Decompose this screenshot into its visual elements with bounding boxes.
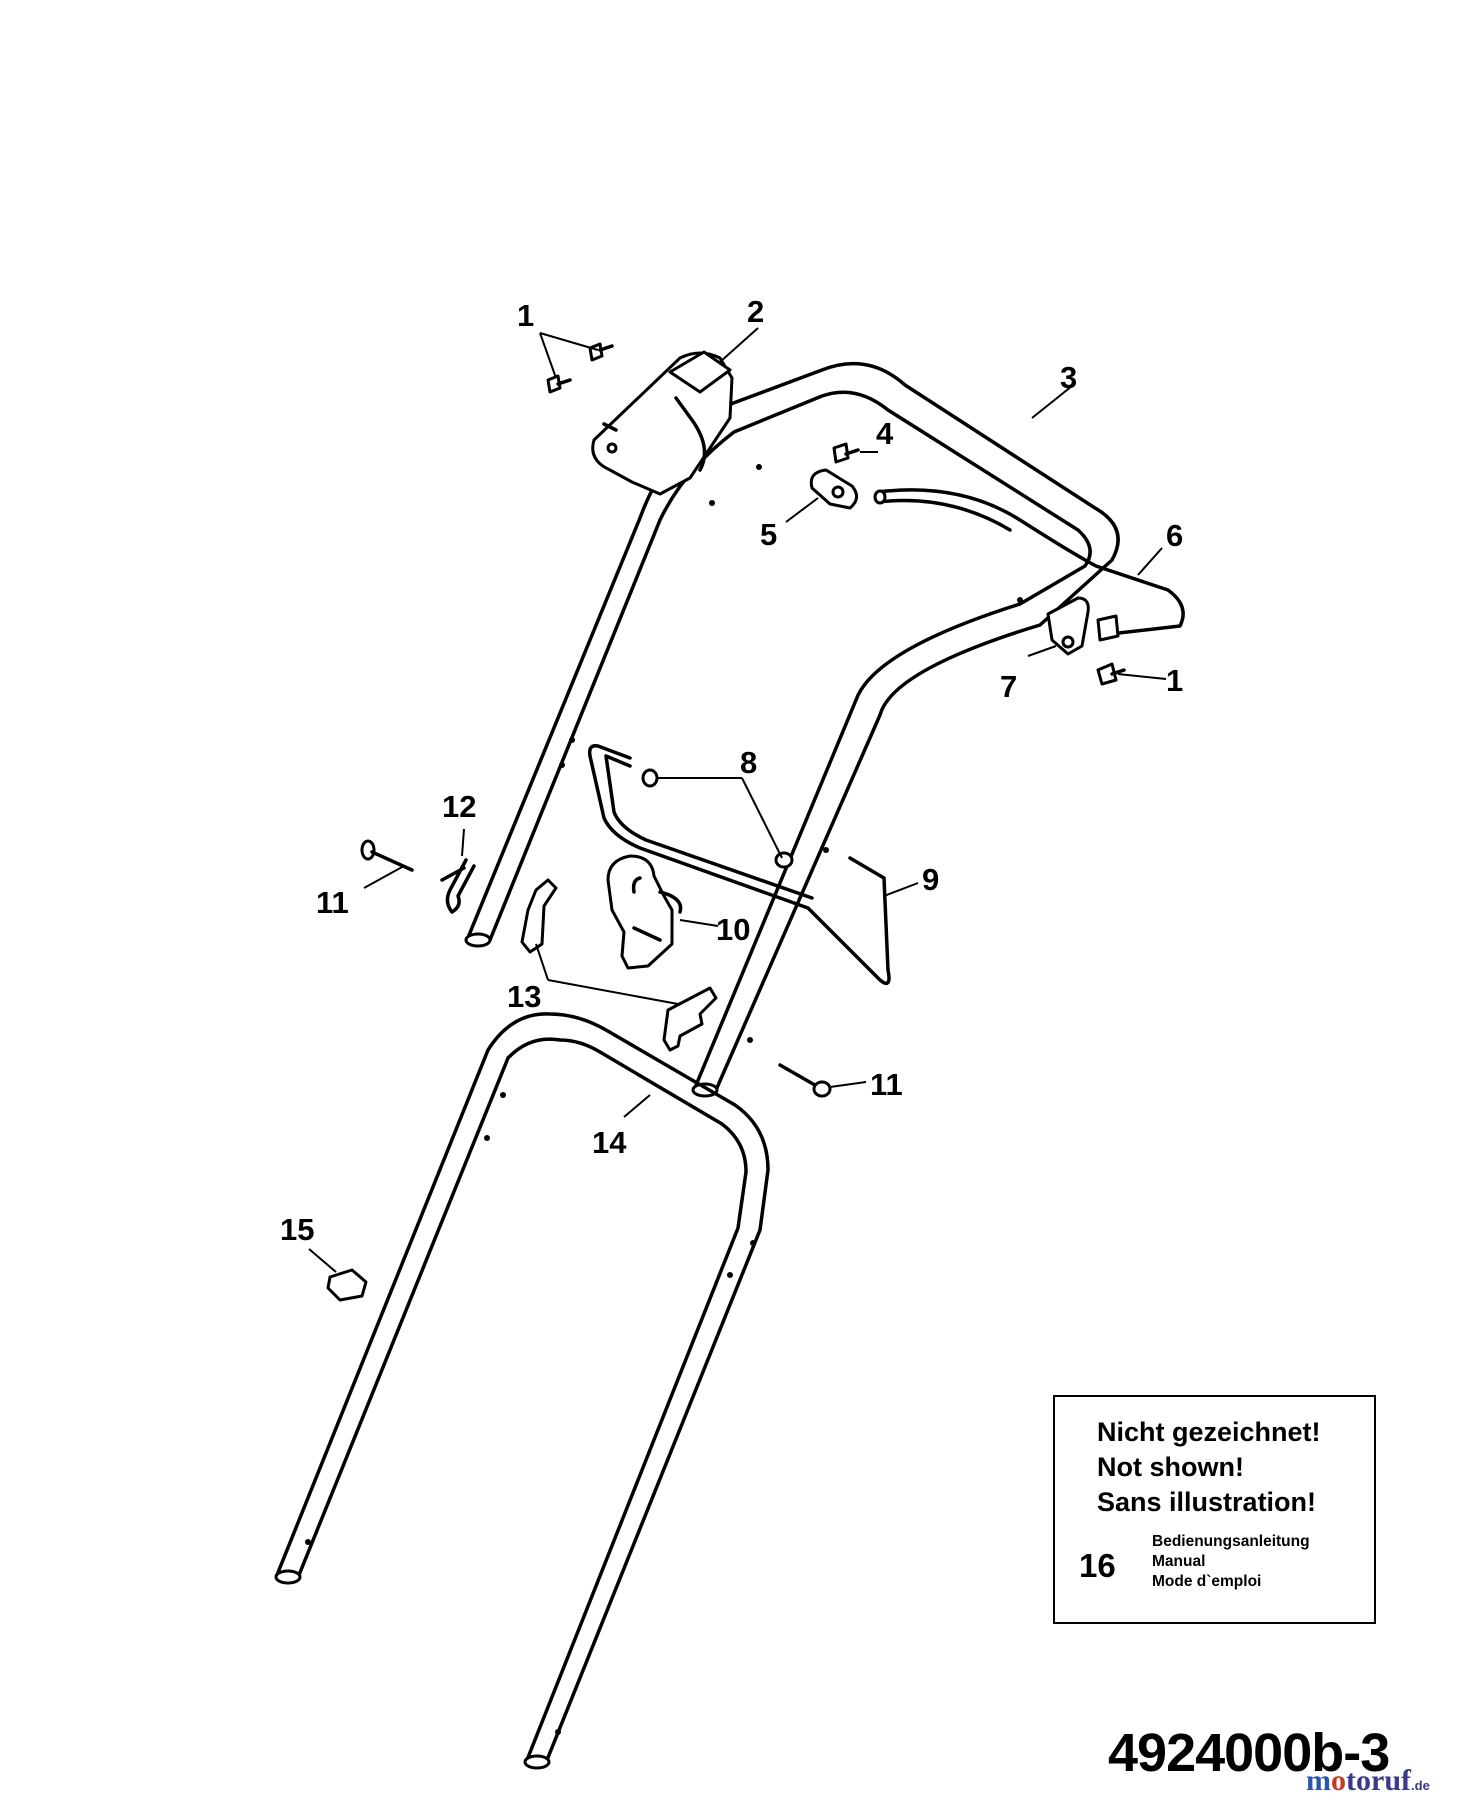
callout-10: 10	[716, 912, 750, 947]
not-shown-item-en: Manual	[1152, 1553, 1206, 1570]
ring-pair	[641, 768, 794, 869]
callout-7: 7	[1000, 669, 1017, 704]
spring-clip	[440, 858, 476, 914]
upper-handle	[464, 362, 1120, 1098]
callout-11-left: 11	[316, 885, 349, 920]
lever-bar	[587, 743, 891, 986]
callout-5: 5	[760, 517, 777, 552]
not-shown-heading-en: Not shown!	[1097, 1452, 1244, 1482]
bolt-right	[778, 1063, 832, 1098]
not-shown-box: Nicht gezeichnet! Not shown! Sans illust…	[1053, 1395, 1376, 1624]
not-shown-item-fr: Mode d`emploi	[1152, 1573, 1262, 1590]
callout-2: 2	[747, 294, 764, 329]
clamp-housing	[591, 350, 734, 496]
not-shown-item-number: 16	[1079, 1547, 1116, 1584]
watermark-suffix: .de	[1411, 1778, 1430, 1793]
not-shown-heading-fr: Sans illustration!	[1097, 1487, 1317, 1517]
watermark-text: motoruf	[1306, 1764, 1412, 1797]
cable-clip-5	[809, 468, 858, 510]
callout-3: 3	[1060, 360, 1077, 395]
callout-1-top: 1	[517, 298, 534, 333]
not-shown-item-de: Bedienungsanleitung	[1152, 1533, 1310, 1550]
cable-clip-7	[1046, 596, 1090, 656]
lower-handle	[274, 1012, 770, 1770]
wing-knob-lower	[662, 986, 718, 1052]
callout-labels: 1 2 3 4 5 6 7 1 8 12 11 9 10 13 11 14 15	[280, 294, 1183, 1247]
lever-bracket	[606, 854, 683, 970]
drawing-number: 4924000b-3	[1108, 1723, 1390, 1783]
callout-11-right: 11	[870, 1067, 903, 1102]
end-cap	[326, 1268, 368, 1302]
callout-8: 8	[740, 745, 757, 780]
screw-pair-top	[546, 342, 614, 394]
wing-knob-upper	[520, 878, 558, 954]
callout-14: 14	[592, 1125, 627, 1160]
leader-lines	[308, 327, 1167, 1273]
callout-1-right: 1	[1166, 663, 1183, 698]
callout-12: 12	[442, 789, 476, 824]
bolt-left	[360, 839, 414, 872]
control-cable	[873, 488, 1185, 642]
screw-right	[1096, 662, 1126, 686]
screw-4	[832, 442, 860, 464]
callout-15: 15	[280, 1212, 314, 1247]
callout-4: 4	[876, 416, 894, 451]
callout-6: 6	[1166, 518, 1183, 553]
callout-9: 9	[922, 862, 939, 897]
callout-13: 13	[507, 979, 541, 1014]
watermark-logo: motoruf.de	[1306, 1764, 1430, 1798]
not-shown-heading-de: Nicht gezeichnet!	[1097, 1417, 1321, 1447]
